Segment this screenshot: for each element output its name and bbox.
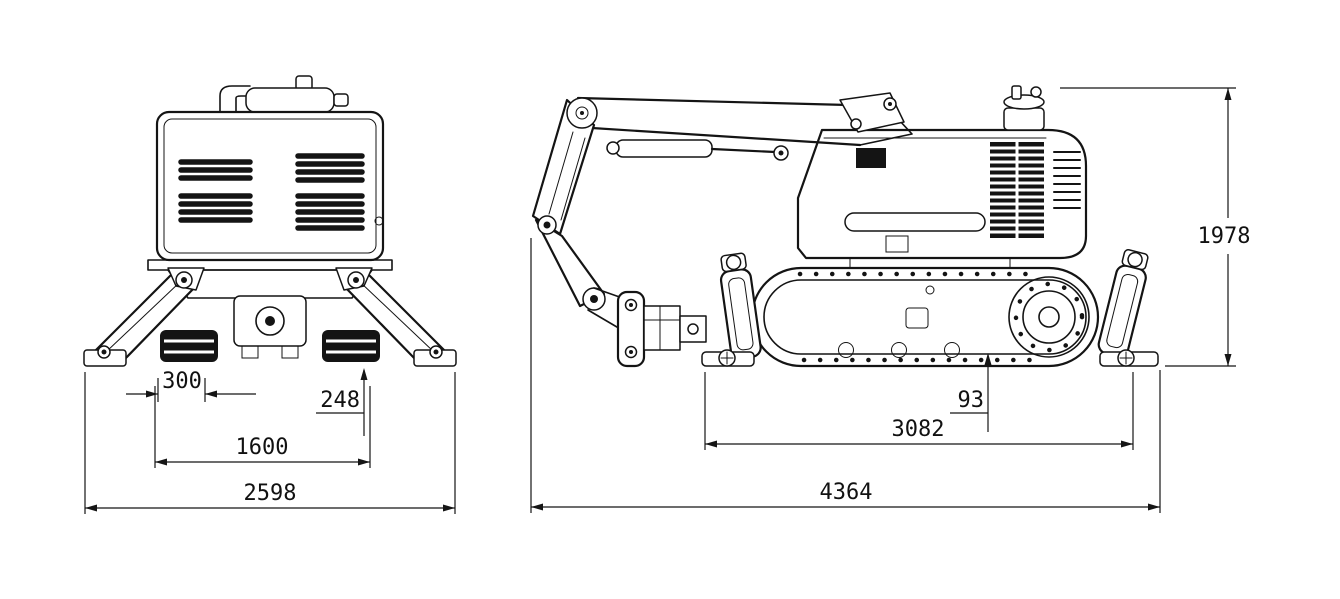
engine-housing (155, 110, 385, 262)
dim-label-3082: 3082 (892, 417, 945, 442)
outrigger-rear-side (1097, 249, 1159, 367)
road-wheel (891, 342, 907, 358)
machine-body (796, 85, 1088, 260)
side-vents (1053, 151, 1081, 209)
boom-arm (531, 92, 913, 368)
tool-bracket (643, 305, 681, 351)
track-left-front (160, 330, 218, 362)
boom-link-plate (839, 92, 905, 133)
dim-track-height: 248 (316, 368, 368, 436)
dim-wheelbase: 3082 (704, 372, 1134, 450)
dim-track-gauge: 300 (126, 369, 256, 402)
dim-label-1600: 1600 (236, 435, 289, 460)
dim-label-1978: 1978 (1198, 224, 1251, 249)
exhaust-assembly (219, 75, 349, 113)
roof-exhaust (1003, 85, 1045, 131)
side-view (531, 85, 1159, 368)
muffler (245, 87, 335, 113)
dim-support-span: 1600 (154, 386, 371, 468)
hydraulic-cylinder (615, 139, 713, 158)
outrigger-front-side (701, 252, 762, 367)
dim-label-2598: 2598 (244, 481, 297, 506)
tail-pipe (333, 93, 349, 107)
body-decal (856, 148, 886, 168)
dim-overall-length: 4364 (530, 238, 1161, 513)
dim-overall-height: 1978 (1060, 87, 1251, 367)
vent-grille-left-upper (178, 159, 253, 181)
vent-grille-right-upper (295, 153, 365, 183)
track-right-front (322, 330, 380, 362)
dim-overall-width: 2598 (84, 372, 456, 514)
outrigger-right-front (335, 267, 457, 367)
dim-label-248: 248 (320, 388, 360, 413)
radiator-grille (990, 142, 1044, 238)
track-undercarriage (750, 257, 1100, 368)
dim-ground-clearance: 93 (950, 353, 992, 432)
door-handle (844, 212, 986, 232)
drive-sprocket (1008, 276, 1090, 358)
front-view (83, 75, 457, 367)
road-wheel (944, 342, 960, 358)
dimensions: 300 248 1600 2598 (84, 87, 1251, 514)
road-wheel (838, 342, 854, 358)
vent-grille-left-lower (178, 193, 253, 223)
dim-label-4364: 4364 (820, 480, 873, 505)
dim-label-300: 300 (162, 369, 202, 394)
vent-grille-right-lower (295, 193, 365, 231)
gearbox (233, 295, 307, 359)
dim-label-93: 93 (958, 388, 985, 413)
housing-knob (374, 216, 384, 226)
outrigger-left-front (83, 267, 205, 367)
body-hatch (885, 235, 909, 253)
